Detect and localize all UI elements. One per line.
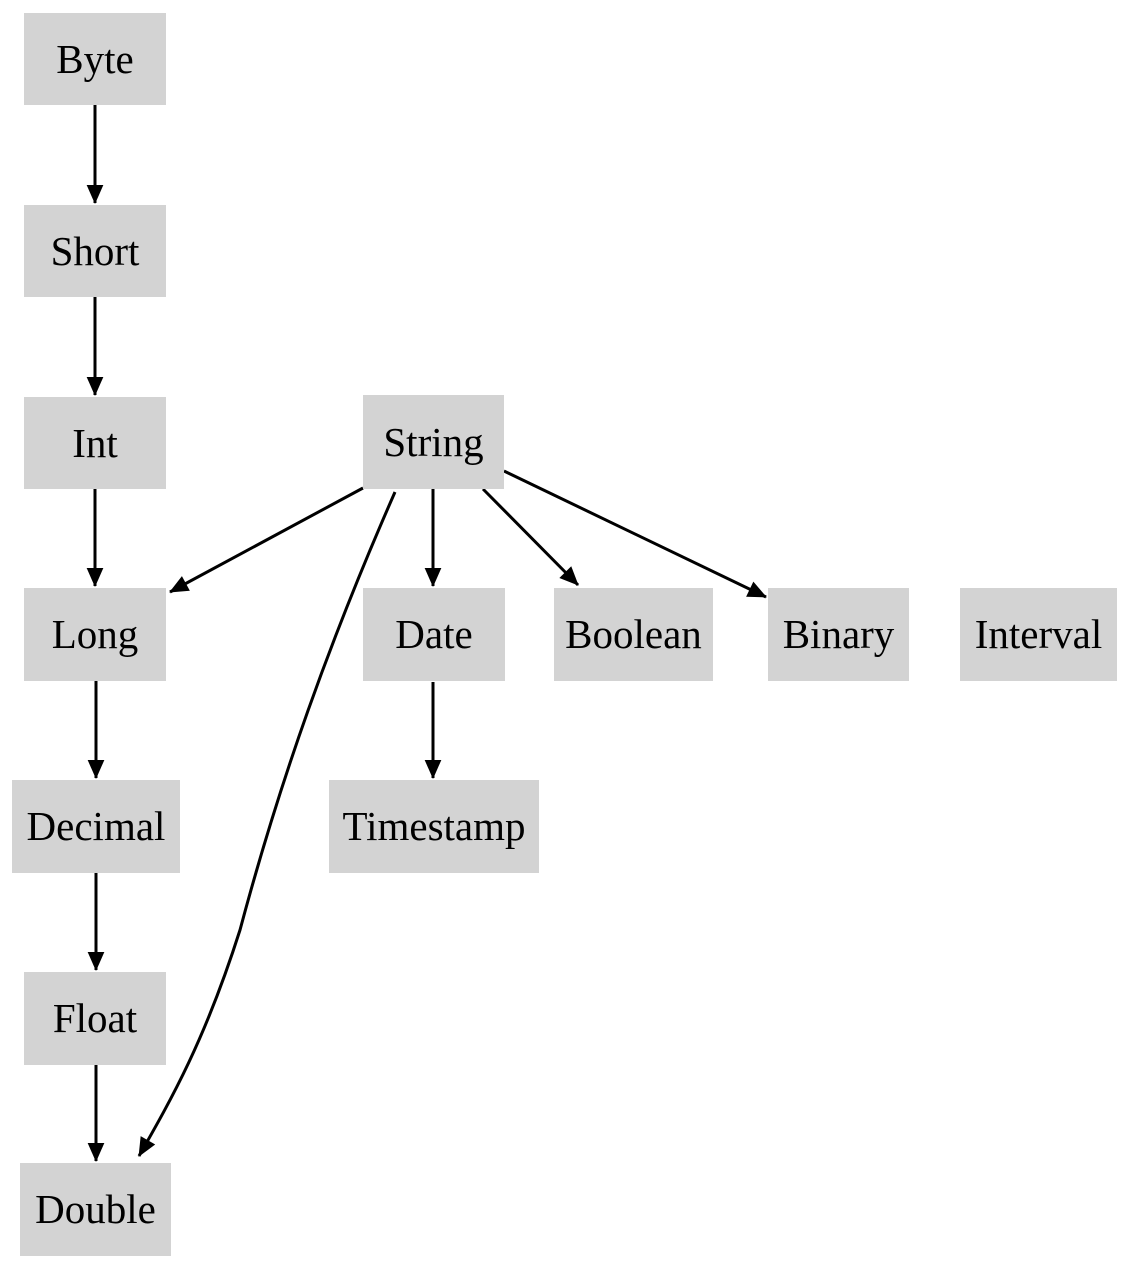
node-label: Long xyxy=(51,611,139,657)
node-label: Short xyxy=(50,227,140,274)
node-int: Int xyxy=(24,397,166,489)
node-label: Boolean xyxy=(565,611,702,657)
node-label: Timestamp xyxy=(342,803,526,849)
node-label: Double xyxy=(35,1186,156,1232)
node-boolean: Boolean xyxy=(554,588,713,681)
node-interval: Interval xyxy=(960,588,1117,681)
edge-string-to-long xyxy=(169,486,364,594)
node-label: Binary xyxy=(782,611,895,657)
node-byte: Byte xyxy=(24,13,166,105)
node-label: Byte xyxy=(56,35,134,82)
node-label: Int xyxy=(72,419,118,466)
node-decimal: Decimal xyxy=(12,780,180,873)
node-long: Long xyxy=(24,588,166,681)
node-label: String xyxy=(383,418,484,465)
node-float: Float xyxy=(24,972,166,1065)
edge-string-to-binary xyxy=(503,469,767,599)
node-binary: Binary xyxy=(768,588,909,681)
edge-string-to-boolean xyxy=(481,487,580,587)
edge-string-to-double xyxy=(137,491,397,1157)
node-double: Double xyxy=(20,1163,171,1256)
node-label: Float xyxy=(52,995,138,1041)
node-label: Date xyxy=(395,611,473,657)
node-string: String xyxy=(363,395,504,489)
node-label: Interval xyxy=(974,611,1103,657)
node-timestamp: Timestamp xyxy=(329,780,539,873)
node-date: Date xyxy=(363,588,505,681)
node-short: Short xyxy=(24,205,166,297)
edge-group xyxy=(86,105,767,1162)
node-label: Decimal xyxy=(26,803,166,849)
